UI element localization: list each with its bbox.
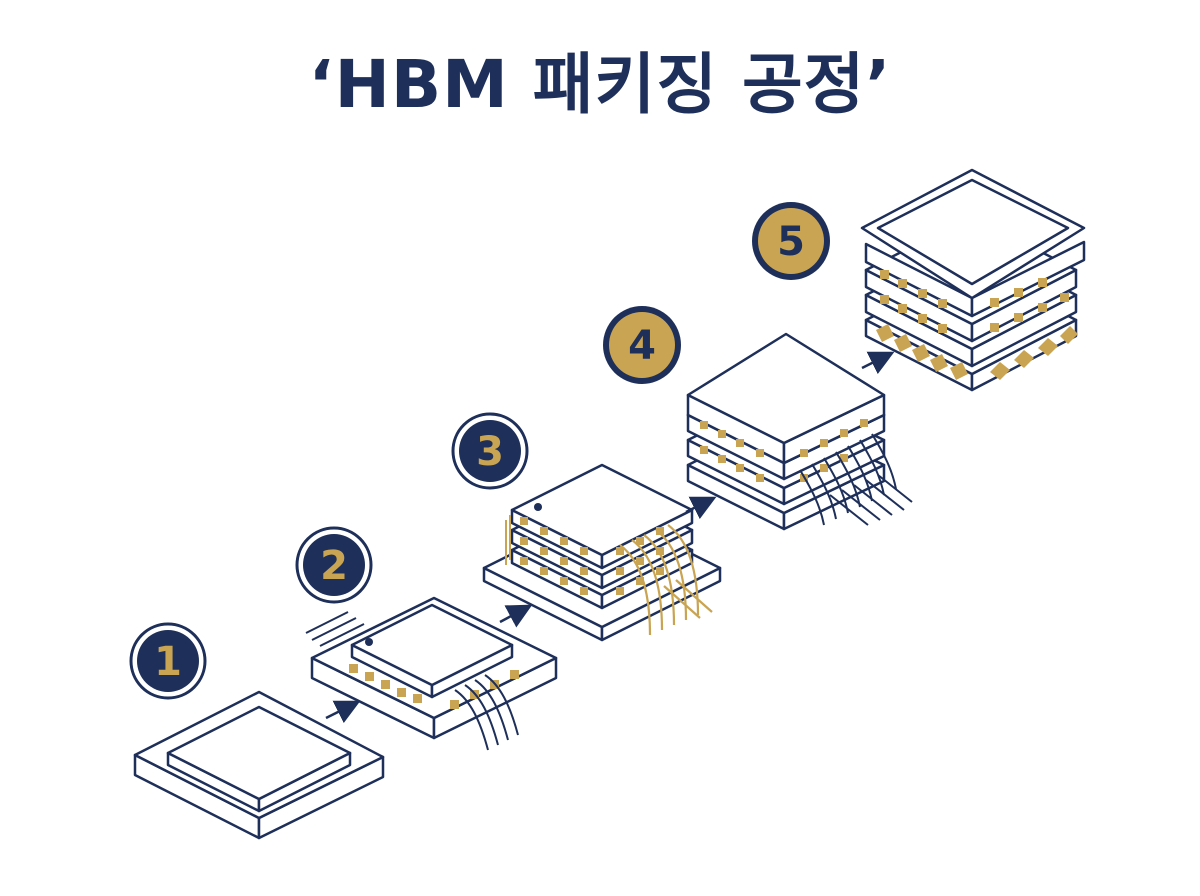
step-1-substrate-stack [133, 690, 385, 840]
step-badge-4: 4 [603, 306, 681, 384]
step-number-3: 3 [476, 429, 504, 475]
diagram-title: ‘HBM 패키징 공정’ [308, 46, 892, 123]
arrow-2-to-3 [499, 604, 533, 628]
step-badge-3: 3 [451, 412, 529, 490]
step-number-5: 5 [777, 219, 805, 265]
arrow-1-to-2 [325, 700, 361, 724]
step-number-1: 1 [154, 639, 182, 685]
step-5-hbm-package [860, 168, 1086, 392]
step-badge-2: 2 [295, 526, 373, 604]
step-badge-1: 1 [129, 622, 207, 700]
arrow-3-to-4 [685, 496, 717, 520]
step-3-die-stack [482, 463, 722, 642]
step-2-die-attach [305, 596, 558, 751]
step-4-stack-bonding [686, 332, 913, 531]
step-badge-5: 5 [752, 202, 830, 280]
step-number-4: 4 [628, 323, 656, 369]
step-number-2: 2 [320, 543, 348, 589]
arrow-4-to-5 [861, 351, 895, 375]
